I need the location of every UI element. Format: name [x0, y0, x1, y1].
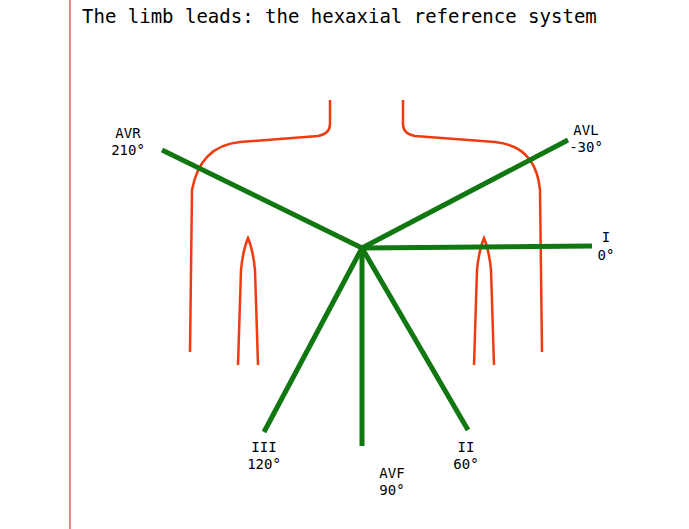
- lead-angle: 90°: [379, 483, 404, 498]
- lead-name: AVR: [115, 126, 140, 141]
- lead-angle: 60°: [453, 457, 478, 472]
- lead-angle: -30°: [569, 140, 603, 155]
- lead-name: II: [458, 440, 475, 455]
- lead-angle: 120°: [247, 457, 281, 472]
- lead-angle: 0°: [598, 248, 615, 263]
- lead-name: I: [602, 230, 610, 245]
- lead-angle: 210°: [111, 143, 145, 158]
- lead-name: AVL: [573, 123, 598, 138]
- lead-name: AVF: [379, 466, 404, 481]
- body-outline: [190, 100, 542, 365]
- diagram-title: The limb leads: the hexaxial reference s…: [82, 6, 597, 27]
- lead-axes: [162, 140, 592, 446]
- margin-line: [69, 0, 71, 529]
- lead-name: III: [251, 440, 276, 455]
